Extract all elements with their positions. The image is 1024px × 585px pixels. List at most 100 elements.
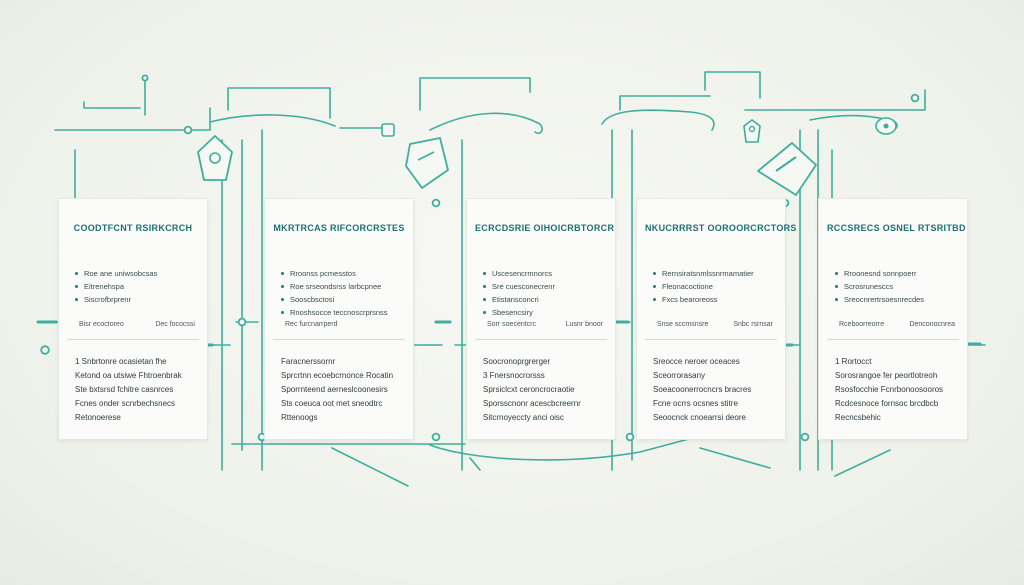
bullet-text: Sreocnrertrsoesnrecdes bbox=[844, 295, 925, 304]
card-description: 1 Rortocct Sorosrangoe fer peortlotreoh … bbox=[835, 355, 957, 425]
description-line: Seoocnck cnoearrsi deore bbox=[653, 413, 746, 422]
bullet-text: Scrosrunesccs bbox=[844, 282, 894, 291]
bullet-dot-icon bbox=[483, 272, 486, 275]
tag-icon bbox=[740, 118, 764, 146]
card-mini-labels: Rec furcnarrperd bbox=[285, 321, 401, 328]
mini-label: Lusnr bnoor bbox=[565, 321, 603, 328]
bullet-text: Etistansconcri bbox=[492, 295, 539, 304]
bullet-text: Uscesencrmnorcs bbox=[492, 269, 553, 278]
bullet-item: Uscesencrmnorcs bbox=[483, 267, 607, 280]
bullet-text: Rroonss pcmesstos bbox=[290, 269, 356, 278]
card-title: NKUCRRRST OOROORCRCTORS bbox=[645, 223, 797, 233]
card-bullet-list: Rernsiratsnmlssnrmamatier Fleonacoctione… bbox=[653, 267, 777, 306]
mini-label: Bisr ecoctoreo bbox=[79, 321, 124, 328]
mini-label: Denconocnrea bbox=[909, 321, 955, 328]
lock-icon bbox=[752, 135, 822, 205]
mini-label: Rec furcnarrperd bbox=[285, 321, 338, 328]
description-line: Soocronoprgrerger bbox=[483, 357, 551, 366]
card-divider bbox=[475, 339, 607, 340]
bullet-item: Roe ane uniwsobcsas bbox=[75, 267, 199, 280]
bullet-text: Rroonesnd sonnpoerr bbox=[844, 269, 917, 278]
bullet-dot-icon bbox=[835, 272, 838, 275]
bullet-text: Siscrofbrprenr bbox=[84, 295, 132, 304]
card-title: ECRCDSRIE OIHOICRBTORCR bbox=[475, 223, 615, 233]
mini-label: Rceboorreorre bbox=[839, 321, 885, 328]
card-mini-labels: Snse sccmsnsre Snbc rsrnsar bbox=[657, 321, 773, 328]
description-line: Sporsscnonr acescbcreernr bbox=[483, 399, 581, 408]
description-line: Sreocce neroer oceaces bbox=[653, 357, 740, 366]
description-line: Sitcrnoyeccty anci oisc bbox=[483, 413, 564, 422]
description-line: Fcne ocrrs ocsnes stitre bbox=[653, 399, 738, 408]
bullet-item: Roe srseondsrss larbcpnee bbox=[281, 280, 405, 293]
bullet-text: Eitrenehspa bbox=[84, 282, 125, 291]
bullet-dot-icon bbox=[483, 311, 486, 314]
card-mini-labels: Bisr ecoctoreo Dec fococssi bbox=[79, 321, 195, 328]
bullet-dot-icon bbox=[281, 272, 284, 275]
mini-label: Snse sccmsnsre bbox=[657, 321, 709, 328]
bullet-text: Rernsiratsnmlssnrmamatier bbox=[662, 269, 754, 278]
bullet-text: Sooscbsctosi bbox=[290, 295, 335, 304]
bullet-dot-icon bbox=[281, 285, 284, 288]
description-line: Sts coeuca oot met sneodtrc bbox=[281, 399, 383, 408]
bullet-item: Fleonacoctione bbox=[653, 280, 777, 293]
description-line: 1 Snbrtonre ocasietan fhe bbox=[75, 357, 167, 366]
description-line: Ketond oa utsiwe Fhtroenbrak bbox=[75, 371, 182, 380]
card-bullet-list: Roe ane uniwsobcsas Eitrenehspa Siscrofb… bbox=[75, 267, 199, 306]
bullet-dot-icon bbox=[75, 298, 78, 301]
bullet-item: Fxcs bearoreoss bbox=[653, 293, 777, 306]
bullet-text: Roe ane uniwsobcsas bbox=[84, 269, 158, 278]
bullet-item: Sooscbsctosi bbox=[281, 293, 405, 306]
description-line: Fcnes onder scnrbechsnecs bbox=[75, 399, 176, 408]
description-line: Soeacoonerrocncrs bracres bbox=[653, 385, 752, 394]
bullet-dot-icon bbox=[75, 272, 78, 275]
bullet-text: Rnoshsocce teccnoscrprsnss bbox=[290, 308, 388, 317]
card-title: MKRTRCAS RIFCORCRSTES bbox=[273, 223, 405, 233]
card-title: RCCSRECS OSNEL RTSRITBD bbox=[827, 223, 966, 233]
bullet-dot-icon bbox=[483, 298, 486, 301]
process-card: ECRCDSRIE OIHOICRBTORCR Uscesencrmnorcs … bbox=[466, 198, 616, 440]
description-line: Recncsbehic bbox=[835, 413, 881, 422]
description-line: Ste bxtsrsd fchitre casnrces bbox=[75, 385, 174, 394]
bullet-dot-icon bbox=[75, 285, 78, 288]
mini-label: Sorr soecentcrc bbox=[487, 321, 537, 328]
bullet-item: Siscrofbrprenr bbox=[75, 293, 199, 306]
description-line: Retonoerese bbox=[75, 413, 121, 422]
card-description: Faracnerssornr Sprcrtnn ecoebcrnonce Roc… bbox=[281, 355, 403, 425]
bullet-item: Rroonesnd sonnpoerr bbox=[835, 267, 959, 280]
bullet-text: Sbesencsiry bbox=[492, 308, 533, 317]
mini-label: Snbc rsrnsar bbox=[733, 321, 773, 328]
description-line: Rttenoogs bbox=[281, 413, 318, 422]
bullet-dot-icon bbox=[653, 285, 656, 288]
card-description: Soocronoprgrerger 3 Fnersnocrorsss Sprsi… bbox=[483, 355, 605, 425]
tag-icon bbox=[400, 130, 455, 200]
description-line: 3 Fnersnocrorsss bbox=[483, 371, 545, 380]
card-bullet-list: Rroonss pcmesstos Roe srseondsrss larbcp… bbox=[281, 267, 405, 319]
card-divider bbox=[827, 339, 959, 340]
process-card: RCCSRECS OSNEL RTSRITBD Rroonesnd sonnpo… bbox=[818, 198, 968, 440]
bullet-text: Roe srseondsrss larbcpnee bbox=[290, 282, 382, 291]
card-bullet-list: Rroonesnd sonnpoerr Scrosrunesccs Sreocn… bbox=[835, 267, 959, 306]
tag-icon bbox=[872, 112, 900, 140]
bullet-dot-icon bbox=[653, 272, 656, 275]
bullet-dot-icon bbox=[835, 285, 838, 288]
card-title: COODTFCNT RSIRKCRCH bbox=[73, 223, 193, 233]
bullet-dot-icon bbox=[835, 298, 838, 301]
bullet-item: Sre cuesconecrenr bbox=[483, 280, 607, 293]
bullet-text: Sre cuesconecrenr bbox=[492, 282, 555, 291]
card-divider bbox=[67, 339, 199, 340]
card-bullet-list: Uscesencrmnorcs Sre cuesconecrenr Etista… bbox=[483, 267, 607, 319]
bullet-item: Rernsiratsnmlssnrmamatier bbox=[653, 267, 777, 280]
bullet-text: Fxcs bearoreoss bbox=[662, 295, 718, 304]
process-card: NKUCRRRST OOROORCRCTORS Rernsiratsnmlssn… bbox=[636, 198, 797, 440]
description-line: Sceorrorasany bbox=[653, 371, 706, 380]
bullet-item: Eitrenehspa bbox=[75, 280, 199, 293]
description-line: Sprcrtnn ecoebcrnonce Rocatin bbox=[281, 371, 394, 380]
description-line: Sporrnteend aerneslcoonesirs bbox=[281, 385, 388, 394]
bullet-item: Sreocnrertrsoesnrecdes bbox=[835, 293, 959, 306]
tag-icon bbox=[380, 122, 396, 138]
process-card: MKRTRCAS RIFCORCRSTES Rroonss pcmesstos … bbox=[264, 198, 414, 440]
bullet-dot-icon bbox=[483, 285, 486, 288]
bullet-text: Fleonacoctione bbox=[662, 282, 713, 291]
